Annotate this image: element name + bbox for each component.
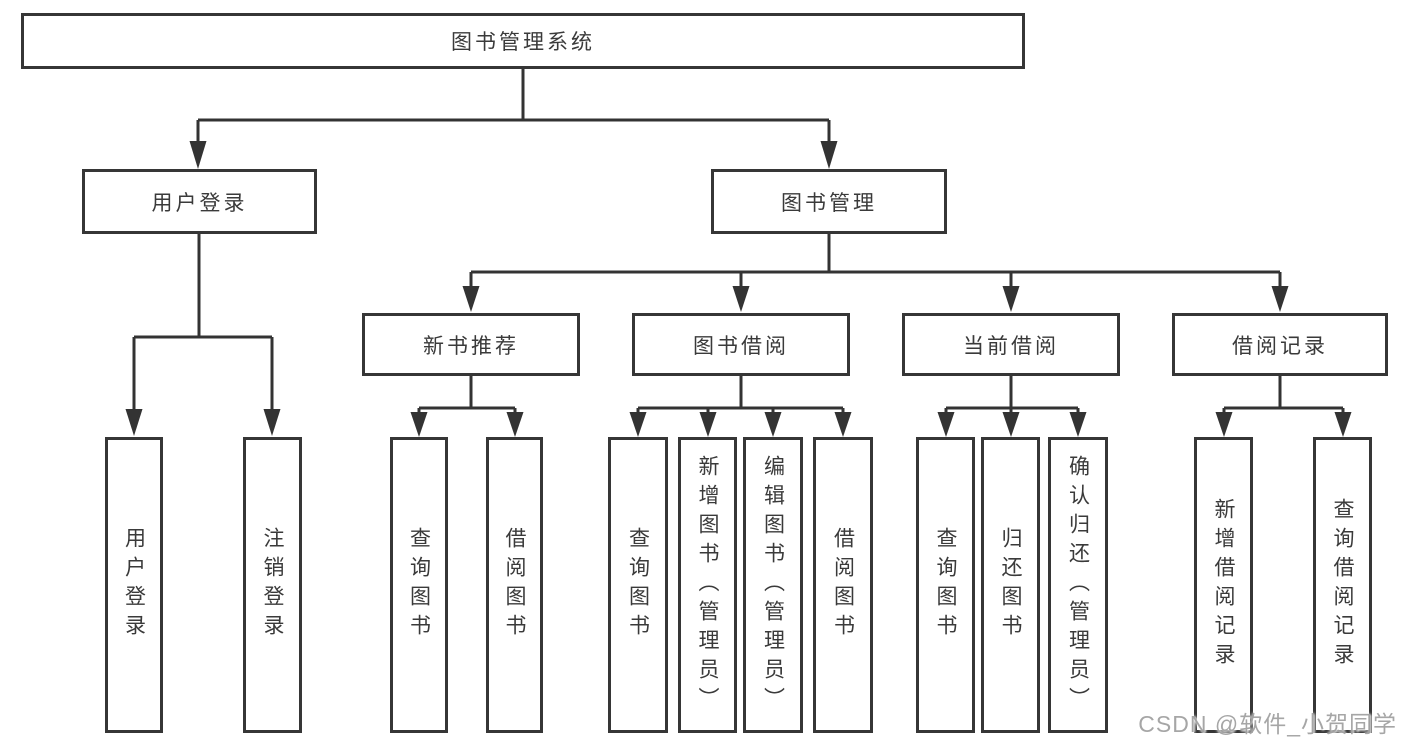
node-leaf-edit-book-admin: 编辑图书（管理员）: [743, 437, 803, 733]
node-new-book-recommend: 新书推荐: [362, 313, 580, 376]
arrowheads-module-leaves: [410, 412, 1352, 437]
node-book-borrow: 图书借阅: [632, 313, 850, 376]
node-leaf-query-book-3-label: 查询图书: [934, 527, 957, 643]
node-book-management-label: 图书管理: [781, 191, 877, 215]
node-borrow-records: 借阅记录: [1172, 313, 1388, 376]
node-leaf-query-book-1: 查询图书: [390, 437, 448, 733]
node-leaf-query-borrow-record-label: 查询借阅记录: [1331, 498, 1354, 672]
node-leaf-confirm-return-admin: 确认归还（管理员）: [1048, 437, 1108, 733]
node-book-borrow-label: 图书借阅: [693, 334, 789, 358]
node-leaf-return-book-label: 归还图书: [999, 527, 1022, 643]
node-leaf-add-borrow-record: 新增借阅记录: [1194, 437, 1253, 733]
connector-bookmgmt-branch: [469, 234, 1282, 288]
node-leaf-borrow-book-1-label: 借阅图书: [503, 527, 526, 643]
node-leaf-return-book: 归还图书: [981, 437, 1040, 733]
node-leaf-edit-book-admin-label: 编辑图书（管理员）: [761, 454, 785, 716]
arrowheads-login-branch: [125, 409, 281, 436]
node-new-book-recommend-label: 新书推荐: [423, 334, 519, 358]
node-current-borrow: 当前借阅: [902, 313, 1120, 376]
node-leaf-logout: 注销登录: [243, 437, 302, 733]
node-current-borrow-label: 当前借阅: [963, 334, 1059, 358]
node-leaf-query-book-2: 查询图书: [608, 437, 668, 733]
connector-login-branch: [132, 234, 274, 410]
node-user-login: 用户登录: [82, 169, 317, 234]
arrowheads-level2: [189, 141, 838, 169]
node-leaf-query-book-2-label: 查询图书: [626, 527, 650, 643]
node-leaf-logout-label: 注销登录: [261, 527, 284, 643]
node-leaf-borrow-book-2: 借阅图书: [813, 437, 873, 733]
node-leaf-add-book-admin-label: 新增图书（管理员）: [696, 454, 719, 716]
node-leaf-add-book-admin: 新增图书（管理员）: [678, 437, 737, 733]
connector-module-leaves: [417, 376, 1345, 414]
node-leaf-add-borrow-record-label: 新增借阅记录: [1212, 498, 1235, 672]
watermark: CSDN @软件_小贺同学: [1138, 711, 1397, 737]
node-borrow-records-label: 借阅记录: [1232, 334, 1328, 358]
connector-root-to-level2: [196, 69, 831, 142]
node-leaf-user-login: 用户登录: [105, 437, 163, 733]
node-root: 图书管理系统: [21, 13, 1025, 69]
node-leaf-user-login-label: 用户登录: [122, 527, 146, 643]
node-leaf-confirm-return-admin-label: 确认归还（管理员）: [1066, 454, 1090, 716]
node-leaf-query-borrow-record: 查询借阅记录: [1313, 437, 1372, 733]
node-leaf-borrow-book-2-label: 借阅图书: [831, 527, 855, 643]
node-leaf-query-book-3: 查询图书: [916, 437, 975, 733]
node-leaf-borrow-book-1: 借阅图书: [486, 437, 543, 733]
node-root-label: 图书管理系统: [451, 31, 595, 54]
node-user-login-label: 用户登录: [151, 191, 248, 215]
arrowheads-bookmgmt-branch: [462, 286, 1289, 312]
node-book-management: 图书管理: [711, 169, 947, 234]
node-leaf-query-book-1-label: 查询图书: [407, 527, 431, 643]
